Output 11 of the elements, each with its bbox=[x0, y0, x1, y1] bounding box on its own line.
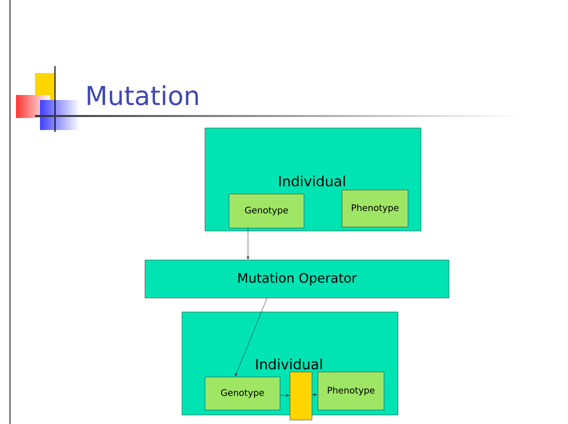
genotype-box: Genotype bbox=[204, 376, 280, 410]
phenotype-box: Phenotype bbox=[318, 372, 384, 410]
arrow bbox=[246, 228, 250, 260]
bar bbox=[290, 372, 312, 420]
phenotype-box: Phenotype bbox=[342, 190, 408, 228]
arrow bbox=[312, 393, 318, 396]
arrow bbox=[280, 394, 290, 397]
operator-box: Mutation Operator bbox=[144, 260, 450, 298]
title: Mutation bbox=[88, 85, 198, 106]
arrow bbox=[235, 298, 268, 376]
genotype-box: Genotype bbox=[228, 194, 304, 228]
